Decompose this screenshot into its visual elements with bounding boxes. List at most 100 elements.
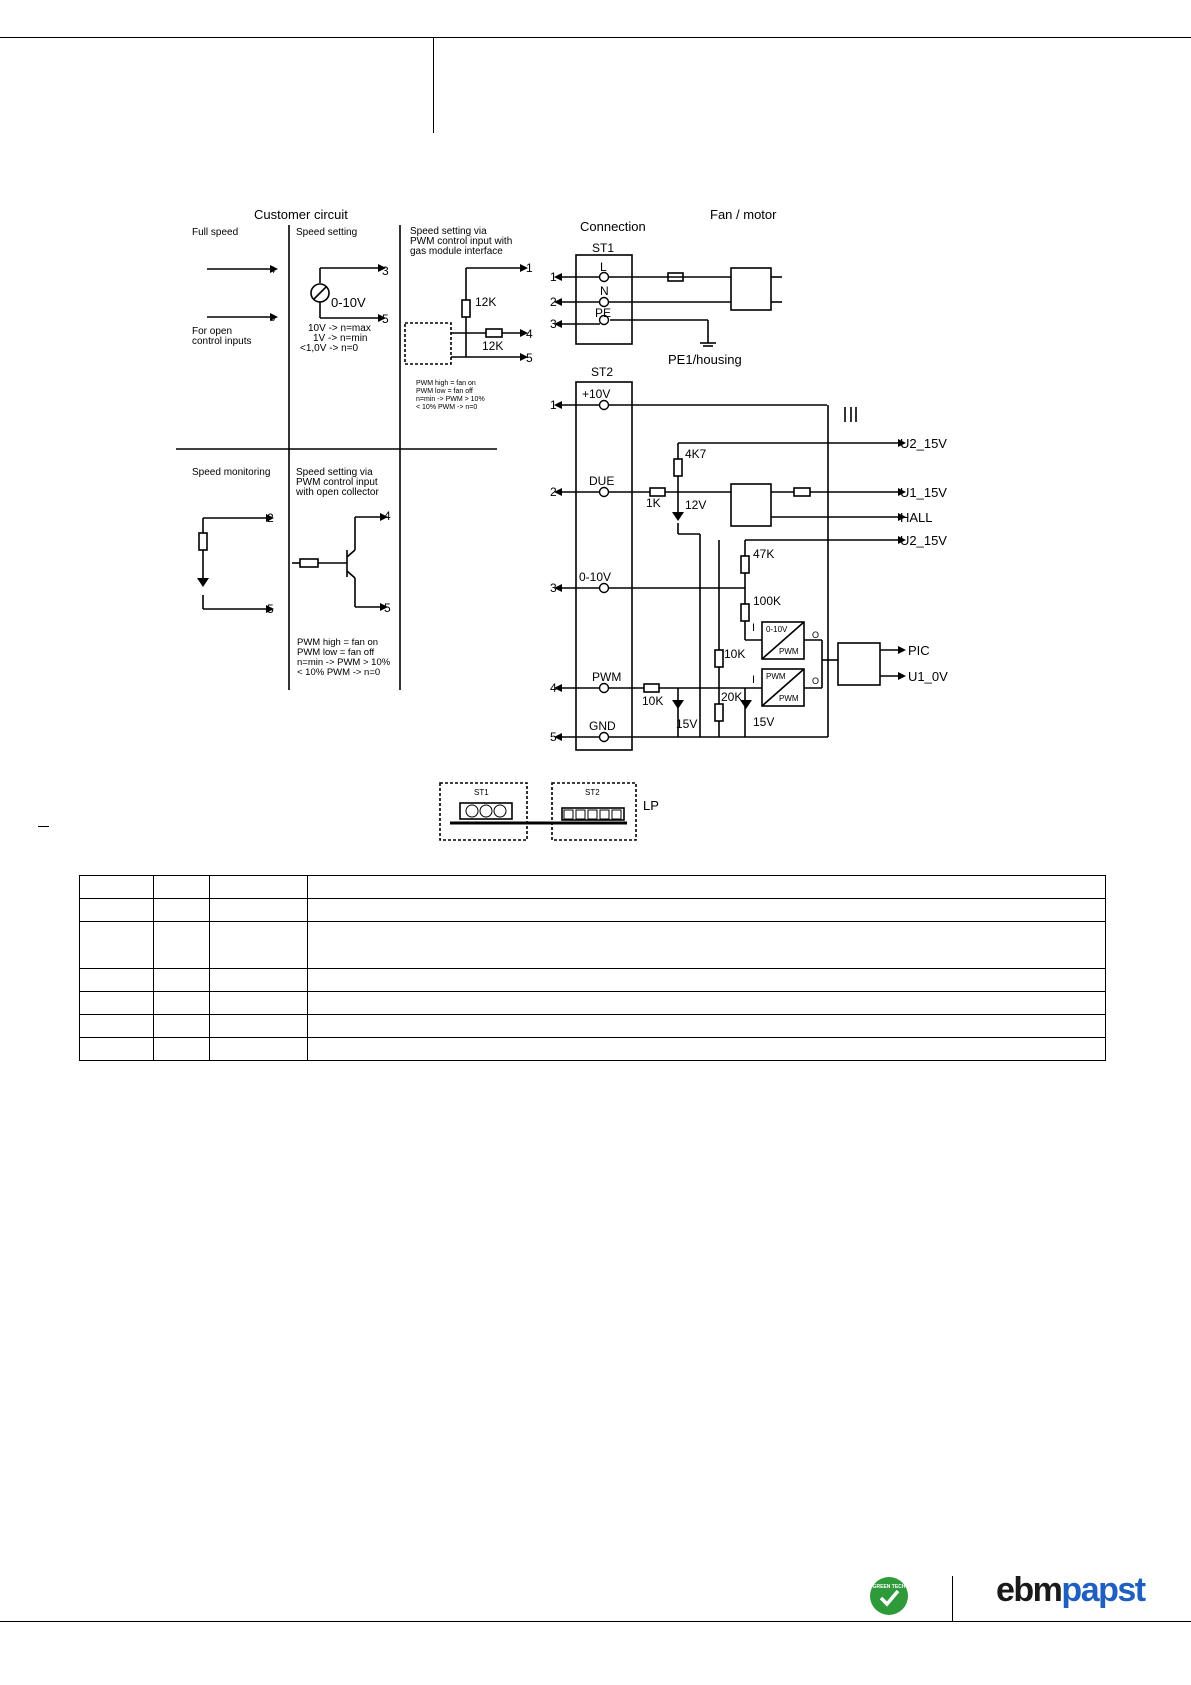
r4k7-label: 4K7 <box>685 447 707 461</box>
pin-num-4a: 4 <box>270 265 275 275</box>
table-cell <box>307 1037 1106 1061</box>
green-tech-badge-icon: GREEN TECH <box>870 1577 908 1615</box>
pin-num-5c: 5 <box>526 351 533 365</box>
table-cell <box>153 1037 210 1061</box>
table-cell <box>153 875 210 899</box>
header-divider <box>433 37 434 133</box>
table-cell <box>209 898 308 922</box>
st1-num-1: 1 <box>550 270 557 284</box>
io-o-b: O <box>812 676 819 686</box>
gnd-pin-label: GND <box>589 719 616 733</box>
pin-num-3b: 3 <box>382 264 389 278</box>
footer-logo-divider <box>952 1576 953 1621</box>
ebmpapst-logo: ebmpapst <box>996 1571 1146 1610</box>
table-cell <box>307 921 1106 969</box>
green-tech-label: GREEN TECH <box>872 1584 906 1590</box>
table-cell <box>209 991 308 1015</box>
st2-label: ST2 <box>591 365 613 379</box>
pwm-big-2: PWM low = fan off <box>297 647 375 658</box>
table-cell <box>307 875 1106 899</box>
open-ctrl-line2: control inputs <box>192 336 251 347</box>
table-cell <box>79 968 154 992</box>
table-row <box>79 1037 1106 1061</box>
z12v-label: 12V <box>685 498 706 512</box>
gas-module-line3: gas module interface <box>410 246 503 257</box>
table-row <box>79 968 1106 992</box>
table-cell <box>209 968 308 992</box>
table-cell <box>153 898 210 922</box>
connection-label: Connection <box>580 219 646 234</box>
pwm-small-1: PWM high = fan on <box>416 380 476 387</box>
pin-N: N <box>600 284 609 298</box>
hall-label: HALL <box>900 510 933 525</box>
pwm-big-4: < 10% PWM -> n=0 <box>297 667 380 678</box>
oc-line2: PWM control input <box>296 477 378 488</box>
v010-label: 0-10V <box>331 295 366 310</box>
pin-num-5d: 5 <box>267 602 274 616</box>
u2-15v-top: U2_15V <box>900 436 947 451</box>
lp-label: LP <box>643 798 659 813</box>
ss-note3: <1,0V -> n=0 <box>300 343 359 354</box>
table-cell <box>153 968 210 992</box>
table-cell <box>79 921 154 969</box>
pin-num-5b: 5 <box>382 312 389 326</box>
table-cell <box>307 991 1106 1015</box>
table-cell <box>209 1014 308 1038</box>
st1-num-2: 2 <box>550 295 557 309</box>
st1-label: ST1 <box>592 241 614 255</box>
r1k-label: 1K <box>646 496 661 510</box>
open-ctrl-line1: For open <box>192 326 232 337</box>
pwm-small-2: PWM low = fan off <box>416 388 473 395</box>
connector-st1: ST1 <box>474 788 489 797</box>
r10k-label-b: 10K <box>642 694 663 708</box>
pin-num-4c: 4 <box>526 327 533 341</box>
conv-pwm-b: PWM <box>766 672 786 681</box>
table-cell <box>209 921 308 969</box>
speed-monitoring-label: Speed monitoring <box>192 467 270 478</box>
dash-mark <box>38 826 49 827</box>
ss-note2: 1V -> n=min <box>313 333 367 344</box>
oc-line3: with open collector <box>295 487 379 498</box>
io-i-b: I <box>752 674 755 686</box>
gas-module-line1: Speed setting via <box>410 226 487 237</box>
due-label: DUE <box>589 474 614 488</box>
table-cell <box>153 1014 210 1038</box>
conv-pwm-c: PWM <box>779 694 799 703</box>
table-cell <box>79 1037 154 1061</box>
header-rule <box>0 37 1191 38</box>
u1-15v: U1_15V <box>900 485 947 500</box>
z15v-label-b: 15V <box>753 715 774 729</box>
table-cell <box>209 875 308 899</box>
footer-rule <box>0 1621 1191 1622</box>
table-cell <box>79 898 154 922</box>
pin-num-5e: 5 <box>384 601 391 615</box>
pin-L: L <box>600 260 607 274</box>
r100k-label: 100K <box>753 594 781 608</box>
r20k-label: 20K <box>721 690 742 704</box>
table-cell <box>209 1037 308 1061</box>
pin-num-2d: 2 <box>267 511 274 525</box>
logo-papst-text: papst <box>1061 1571 1146 1609</box>
u2-15v-bottom: U2_15V <box>900 533 947 548</box>
io-i-a: I <box>752 622 755 634</box>
wiring-diagram: Customer circuit Fan / motor Connection … <box>176 207 948 841</box>
r12k-b: 12K <box>482 339 503 353</box>
p10v-label: +10V <box>582 387 610 401</box>
st2-num-4: 4 <box>550 681 557 695</box>
customer-circuit-title: Customer circuit <box>254 207 348 222</box>
pwm-big-1: PWM high = fan on <box>297 637 378 648</box>
pin-num-1c: 1 <box>526 261 533 275</box>
table-cell <box>307 968 1106 992</box>
notes-table <box>79 875 1106 1061</box>
pin-num-3a: 3 <box>270 313 275 323</box>
logo-ebm-text: ebm <box>996 1571 1063 1609</box>
full-speed-label: Full speed <box>192 227 238 238</box>
u1-0v-label: U1_0V <box>908 669 948 684</box>
pwm-small-4: < 10% PWM -> n=0 <box>416 404 477 411</box>
st2-num-1: 1 <box>550 398 557 412</box>
oc-line1: Speed setting via <box>296 467 373 478</box>
table-row <box>79 898 1106 922</box>
st2-num-3: 3 <box>550 581 557 595</box>
table-cell <box>79 991 154 1015</box>
table-row <box>79 875 1106 899</box>
